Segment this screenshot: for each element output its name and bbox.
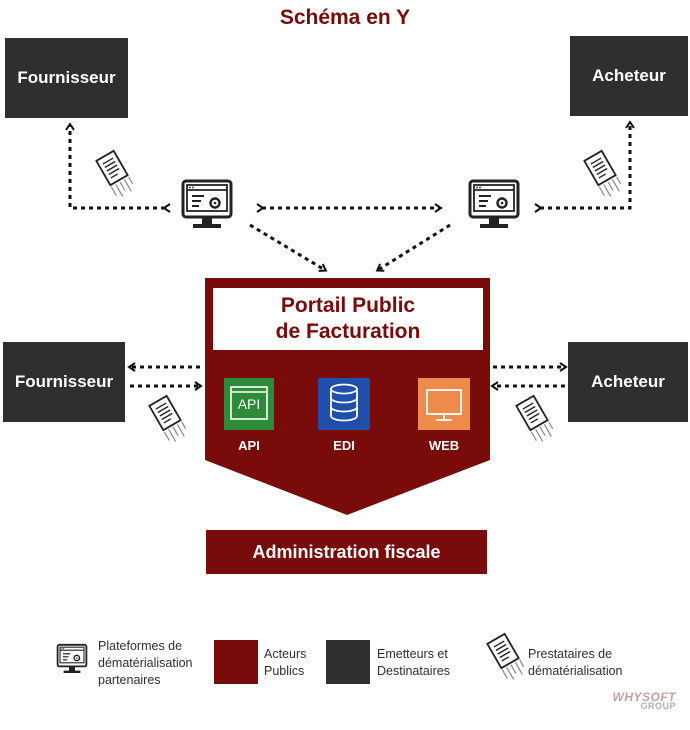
tax-administration-box: Administration fiscale	[206, 530, 487, 574]
legend-public-actors-text: Acteurs Publics	[264, 647, 307, 678]
channel-web-label: WEB	[428, 438, 460, 453]
web-monitor-icon	[418, 378, 470, 430]
whysoft-logo: WHYSOFT GROUP	[612, 690, 676, 711]
diagram-title: Schéma en Y	[279, 6, 411, 29]
legend-platforms-text: Plateformes de dématérialisation partena…	[98, 639, 193, 687]
document-mid-right-icon	[515, 394, 557, 445]
channel-edi-label: EDI	[333, 438, 355, 453]
supplier-top-box: Fournisseur	[5, 38, 128, 118]
document-top-right-icon	[583, 149, 625, 200]
legend-provider-icon	[486, 632, 528, 683]
platform-left-icon	[181, 179, 233, 230]
document-top-left-icon	[95, 149, 137, 200]
supplier-mid-box: Fournisseur	[3, 342, 125, 422]
channel-api-label: API	[238, 438, 260, 453]
legend-emitters-text: Emetteurs et Destinataires	[377, 647, 450, 678]
buyer-mid-box: Acheteur	[568, 342, 688, 422]
flow-arrows	[65, 120, 635, 391]
buyer-top-box: Acheteur	[570, 36, 688, 116]
legend-platform-icon	[56, 643, 88, 674]
api-icon-text: API	[237, 396, 261, 412]
portal-title: Portail Public de Facturation	[213, 288, 483, 350]
portal-title-line2: de Facturation	[275, 320, 421, 343]
platform-right-icon	[468, 179, 520, 230]
edi-database-icon	[318, 378, 370, 430]
document-mid-left-icon	[148, 394, 190, 445]
api-icon	[224, 378, 274, 430]
legend-emitters-swatch	[326, 640, 370, 684]
legend-providers-text: Prestataires de dématérialisation	[528, 647, 623, 678]
portal-title-line1: Portail Public	[280, 294, 416, 317]
legend-public-actors-swatch	[214, 640, 258, 684]
